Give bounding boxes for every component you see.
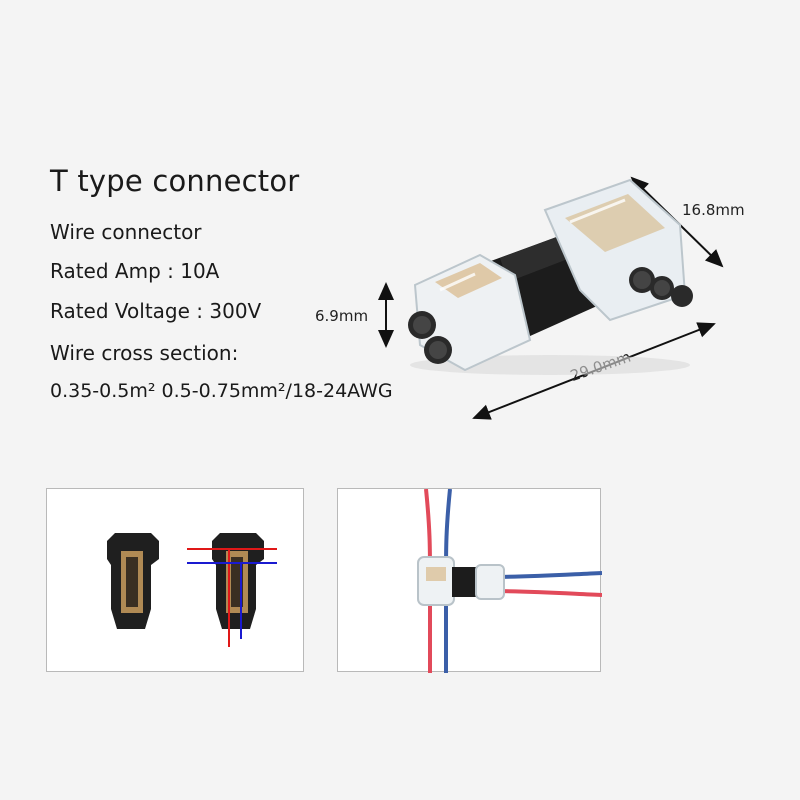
wiring-example-image — [417, 489, 602, 673]
spec-wire-cross-section-value: 0.35-0.5m² 0.5-0.75mm²/18-24AWG — [50, 380, 393, 402]
spec-rated-amp: Rated Amp : 10A — [50, 259, 220, 283]
dimension-width-label: 16.8mm — [682, 201, 745, 219]
spec-wire-cross-section-label: Wire cross section: — [50, 341, 239, 365]
spec-type: Wire connector — [50, 220, 202, 244]
spec-rated-voltage: Rated Voltage : 300V — [50, 299, 262, 323]
connector-with-wires — [417, 556, 505, 606]
wiring-example-panel — [337, 488, 602, 673]
connector-cutaway-left — [107, 533, 159, 629]
internal-structure-panel — [46, 488, 304, 672]
product-title: T type connector — [50, 164, 300, 198]
t-connector-product-image — [408, 178, 693, 375]
connector-cutaway-right — [187, 533, 277, 647]
dimension-height-label: 6.9mm — [315, 307, 369, 325]
internal-structure-image — [107, 533, 277, 647]
